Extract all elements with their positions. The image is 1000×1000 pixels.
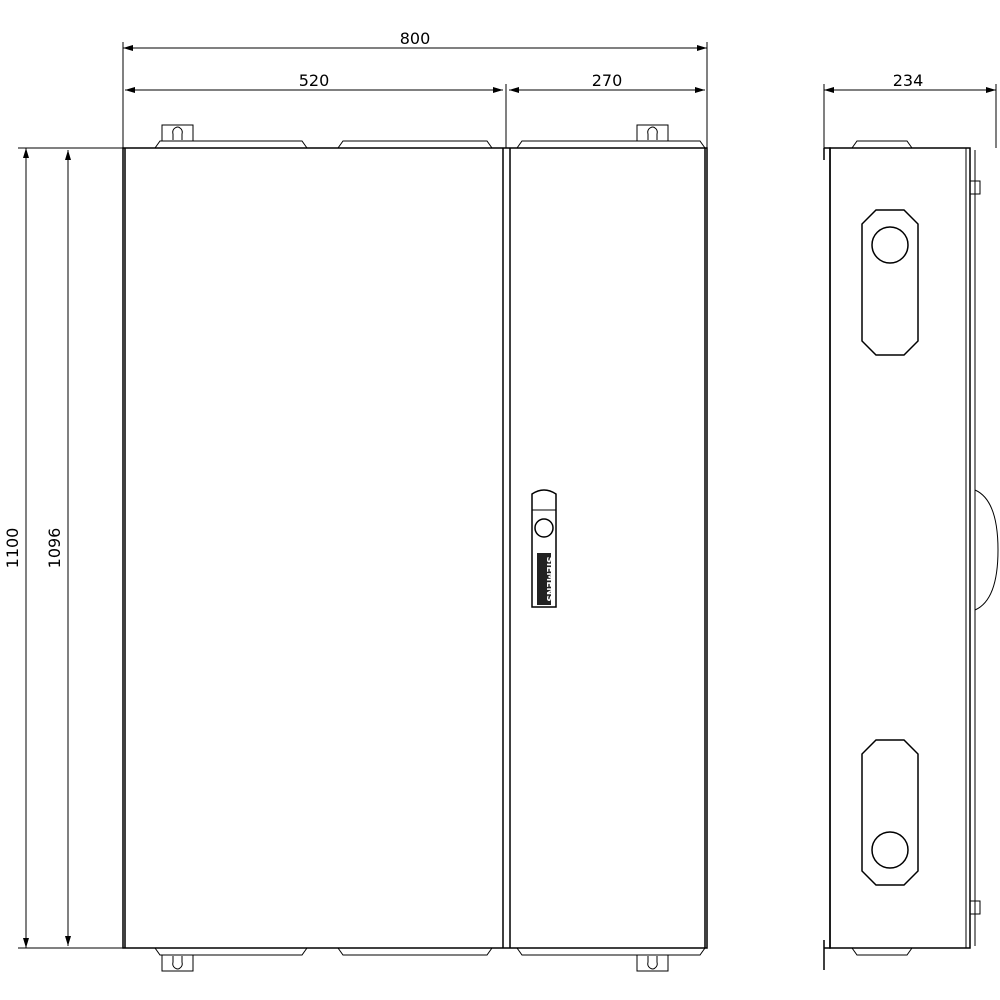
hinge-bottom xyxy=(969,900,981,915)
dim-label-520: 520 xyxy=(299,71,330,90)
door-handle[interactable]: SIEMENS xyxy=(531,489,557,608)
siemens-logo: SIEMENS xyxy=(544,556,554,601)
siemens-logo-plate xyxy=(537,553,551,605)
keyhole-bracket-top-left xyxy=(161,124,194,142)
keyhole-bracket-top-right xyxy=(636,124,669,142)
dimension-overall-width: 800 xyxy=(122,29,708,148)
dim-label-1100: 1100 xyxy=(3,528,22,569)
cable-entry-top xyxy=(861,209,919,356)
keyhole-bracket-bottom-left xyxy=(161,954,194,972)
cable-entry-bottom xyxy=(861,739,919,886)
dimension-overall-height: 1100 xyxy=(3,147,123,949)
dim-label-800: 800 xyxy=(400,29,431,48)
dimension-depth: 234 xyxy=(823,71,997,148)
dim-label-234: 234 xyxy=(893,71,924,90)
dimension-right-door: 270 xyxy=(509,71,705,93)
dim-label-270: 270 xyxy=(592,71,623,90)
dim-label-1096: 1096 xyxy=(45,528,64,569)
keyhole-bracket-bottom-right xyxy=(636,954,669,972)
dimension-door-height: 1096 xyxy=(45,150,71,946)
front-view: SIEMENS xyxy=(122,124,708,972)
hinge-top xyxy=(969,180,981,195)
side-view xyxy=(823,140,999,970)
dimension-left-door: 520 xyxy=(125,71,507,148)
side-handle xyxy=(974,489,999,611)
